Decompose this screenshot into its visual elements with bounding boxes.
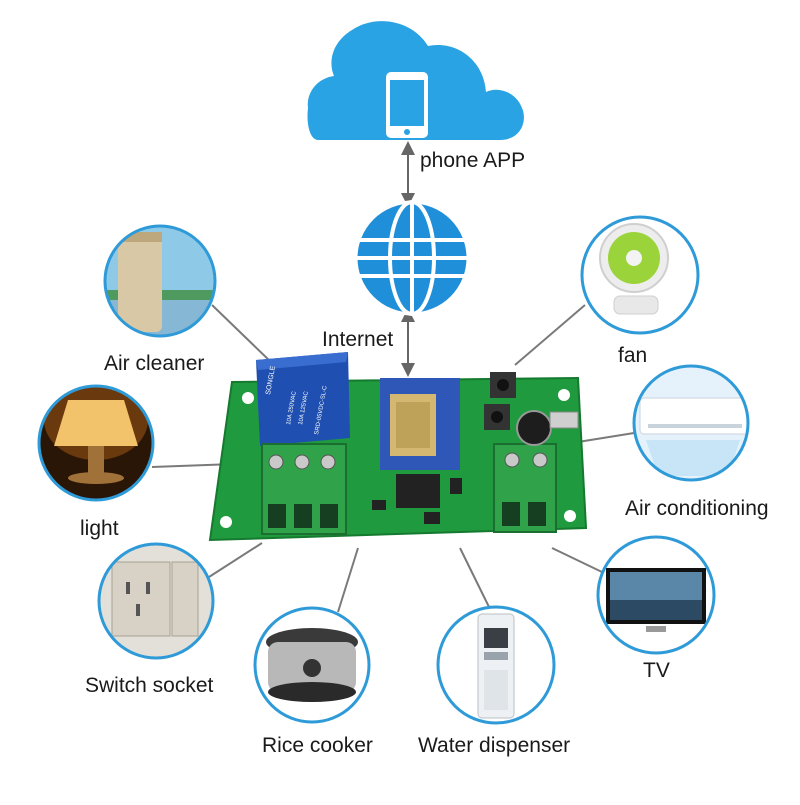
line-tv	[551, 547, 603, 573]
relay-board: SONGLE 10A 250VAC 10A 125VAC SRD-05VDC-S…	[208, 352, 588, 542]
cloud-icon	[307, 21, 524, 140]
device-air-conditioning	[632, 364, 750, 482]
phone-app-label: phone APP	[420, 149, 526, 172]
terminal-block-right	[493, 443, 557, 533]
label-switch-socket: Switch socket	[85, 674, 214, 697]
device-water-dispenser	[436, 605, 556, 725]
line-water-dispenser	[459, 547, 490, 608]
label-tv: TV	[643, 659, 670, 682]
device-switch-socket	[97, 542, 215, 660]
label-rice-cooker: Rice cooker	[262, 734, 373, 757]
device-fan	[580, 215, 700, 335]
relay-component: SONGLE 10A 250VAC 10A 125VAC SRD-05VDC-S…	[256, 352, 350, 446]
relay-label-3: 10A 125VAC	[298, 390, 310, 425]
line-fan	[514, 304, 586, 366]
terminal-block-left	[261, 443, 347, 535]
relay-label-2: 10A 250VAC	[286, 390, 298, 425]
capacitor	[516, 410, 552, 446]
device-rice-cooker	[253, 606, 371, 724]
device-tv	[596, 535, 716, 655]
line-air-cleaner	[211, 304, 273, 364]
label-fan: fan	[618, 344, 648, 367]
device-light	[37, 384, 155, 502]
line-rice-cooker	[337, 547, 359, 613]
label-water-dispenser: Water dispenser	[418, 734, 571, 757]
rf-module	[396, 474, 440, 508]
label-air-conditioning: Air conditioning	[625, 497, 769, 520]
globe-icon	[354, 200, 470, 316]
label-air-cleaner: Air cleaner	[104, 352, 205, 375]
label-light: light	[80, 517, 119, 540]
internet-label: Internet	[322, 328, 394, 351]
wifi-module	[380, 378, 460, 470]
connector-lines	[151, 304, 635, 613]
line-air-conditioning	[577, 432, 635, 443]
line-switch-socket	[208, 542, 263, 578]
device-air-cleaner	[103, 224, 217, 338]
usb-port	[549, 411, 579, 429]
